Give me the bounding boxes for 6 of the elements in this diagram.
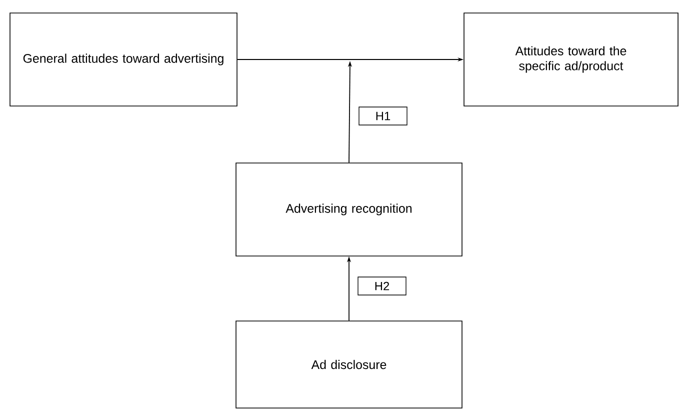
edge-label: H1 bbox=[358, 106, 408, 126]
box: Attitudes toward the specific ad/product bbox=[464, 12, 678, 106]
edge-label: H2 bbox=[358, 276, 406, 296]
box: General attitudes toward advertising bbox=[10, 12, 238, 106]
box: Advertising recognition bbox=[236, 162, 462, 256]
box: Ad disclosure bbox=[236, 320, 462, 408]
